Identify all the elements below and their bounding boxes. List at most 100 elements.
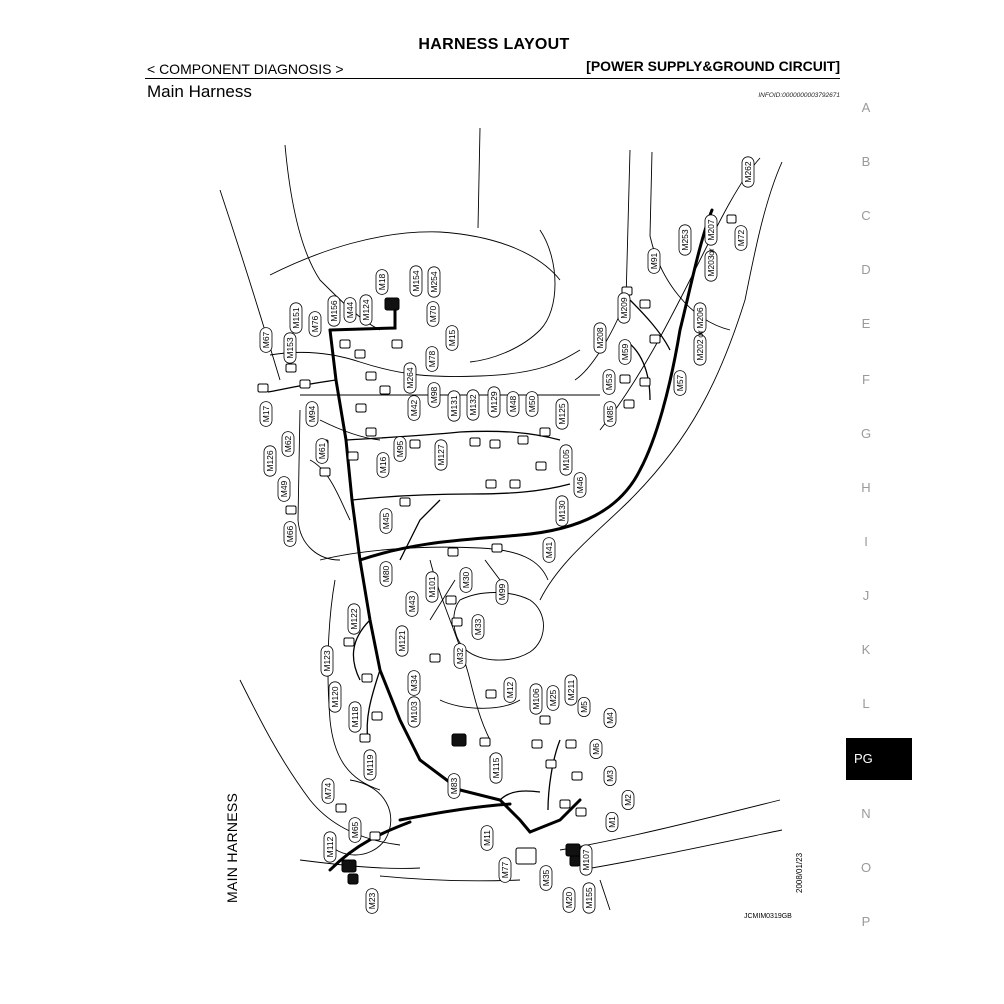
- index-letter-i[interactable]: I: [864, 534, 868, 549]
- svg-text:M44: M44: [345, 301, 355, 318]
- connector-label-m72: M72: [734, 225, 748, 251]
- svg-text:M262: M262: [743, 161, 753, 183]
- connector-label-m131: M131: [447, 390, 461, 422]
- connector-label-m6: M6: [589, 738, 603, 760]
- index-letter-g[interactable]: G: [860, 426, 872, 441]
- svg-text:M115: M115: [491, 757, 501, 778]
- svg-text:M1: M1: [607, 816, 617, 828]
- connector-label-m95: M95: [393, 436, 407, 462]
- connector-label-m253: M253: [678, 224, 692, 256]
- index-letter-h[interactable]: H: [861, 480, 871, 495]
- index-letter-e[interactable]: E: [861, 316, 871, 331]
- connector-label-m32: M32: [453, 643, 467, 669]
- index-letter-d[interactable]: D: [861, 262, 871, 277]
- svg-text:M6: M6: [591, 743, 601, 755]
- connector-label-m48: M48: [506, 391, 520, 417]
- svg-text:M151: M151: [291, 307, 301, 329]
- svg-text:M203: M203: [706, 255, 716, 277]
- connector-label-m23: M23: [365, 888, 379, 914]
- connector-label-m5: M5: [577, 696, 591, 718]
- connector-label-m66: M66: [283, 521, 297, 547]
- connector-label-m106: M106: [529, 683, 543, 715]
- connector-label-m127: M127: [434, 439, 448, 471]
- connector-label-m99: M99: [495, 579, 509, 605]
- svg-text:M61: M61: [317, 442, 327, 459]
- svg-text:M123: M123: [322, 650, 332, 672]
- connector-label-m83: M83: [447, 773, 461, 799]
- svg-text:M98: M98: [429, 386, 439, 403]
- svg-text:M41: M41: [544, 541, 554, 558]
- vehicle-outline: [219, 127, 783, 911]
- connector-label-m254: M254: [427, 266, 441, 298]
- svg-text:M208: M208: [595, 327, 605, 349]
- svg-text:M129: M129: [489, 391, 499, 413]
- page-title: HARNESS LAYOUT: [418, 36, 570, 53]
- index-letter-o[interactable]: O: [860, 860, 872, 875]
- index-letter-k[interactable]: K: [861, 642, 871, 657]
- svg-text:M105: M105: [561, 449, 571, 471]
- connector-label-m130: M130: [555, 495, 569, 527]
- svg-text:M127: M127: [436, 444, 446, 466]
- index-letter-b[interactable]: B: [861, 154, 871, 169]
- svg-text:M85: M85: [605, 405, 615, 422]
- svg-text:M253: M253: [680, 229, 690, 251]
- connector-label-m74: M74: [321, 778, 335, 804]
- connector-label-m57: M57: [673, 370, 687, 396]
- connector-label-m15: M15: [445, 325, 459, 351]
- index-letter-n[interactable]: N: [861, 806, 871, 821]
- svg-text:M155: M155: [584, 887, 594, 909]
- svg-text:M119: M119: [365, 754, 375, 775]
- connector-label-m67: M67: [259, 327, 273, 353]
- svg-text:M120: M120: [330, 686, 340, 708]
- svg-text:M156: M156: [329, 300, 339, 322]
- svg-text:M91: M91: [649, 252, 659, 269]
- index-letter-c[interactable]: C: [861, 208, 871, 223]
- svg-text:M49: M49: [279, 480, 289, 497]
- connector-label-m101: M101: [425, 571, 439, 603]
- svg-text:M107: M107: [581, 849, 591, 871]
- connector-label-m94: M94: [305, 401, 319, 427]
- svg-text:M99: M99: [497, 583, 507, 600]
- connector-label-m61: M61: [315, 438, 329, 464]
- figure-id: JCMIM0319GB: [744, 913, 792, 920]
- svg-text:M35: M35: [541, 869, 551, 886]
- index-letter-a[interactable]: A: [861, 100, 871, 115]
- connector-label-m118: M118: [348, 701, 362, 733]
- connector-label-m50: M50: [525, 391, 539, 417]
- svg-text:M65: M65: [350, 821, 360, 838]
- connector-label-m30: M30: [459, 567, 473, 593]
- section-breadcrumb: < COMPONENT DIAGNOSIS >: [147, 61, 344, 77]
- index-letter-l[interactable]: L: [862, 696, 870, 711]
- main-harness-side-label: MAIN HARNESS: [224, 792, 240, 903]
- connector-label-m211: M211: [564, 674, 578, 706]
- connector-label-m41: M41: [542, 537, 556, 563]
- svg-text:M153: M153: [285, 337, 295, 359]
- connector-label-m11: M11: [480, 825, 494, 851]
- connector-glyphs: [257, 214, 737, 865]
- index-letter-pg-active[interactable]: PG: [846, 738, 912, 780]
- svg-text:M76: M76: [310, 315, 320, 332]
- index-letter-j[interactable]: J: [862, 588, 870, 603]
- connector-label-m25: M25: [546, 685, 560, 711]
- svg-text:M53: M53: [604, 373, 614, 390]
- index-letter-p[interactable]: P: [861, 914, 871, 929]
- connector-label-m103: M103: [407, 696, 421, 728]
- connector-label-m123: M123: [320, 645, 334, 677]
- connector-label-m77: M77: [498, 857, 512, 883]
- svg-text:M121: M121: [397, 630, 407, 652]
- connector-label-m80: M80: [379, 561, 393, 587]
- connector-label-m206: M206: [693, 302, 707, 334]
- svg-text:M74: M74: [323, 782, 333, 799]
- svg-text:M12: M12: [505, 681, 515, 698]
- index-letter-f[interactable]: F: [862, 372, 870, 387]
- svg-text:M106: M106: [531, 688, 541, 710]
- connector-label-m153: M153: [283, 332, 297, 364]
- circuit-subtitle: [POWER SUPPLY&GROUND CIRCUIT]: [586, 58, 840, 74]
- connector-label-m207: M207: [704, 214, 718, 246]
- connector-label-m62: M62: [281, 431, 295, 457]
- connector-label-m129: M129: [487, 386, 501, 418]
- svg-text:M48: M48: [508, 395, 518, 412]
- svg-text:M18: M18: [377, 273, 387, 290]
- connector-label-m53: M53: [602, 369, 616, 395]
- connector-label-m120: M120: [328, 681, 342, 713]
